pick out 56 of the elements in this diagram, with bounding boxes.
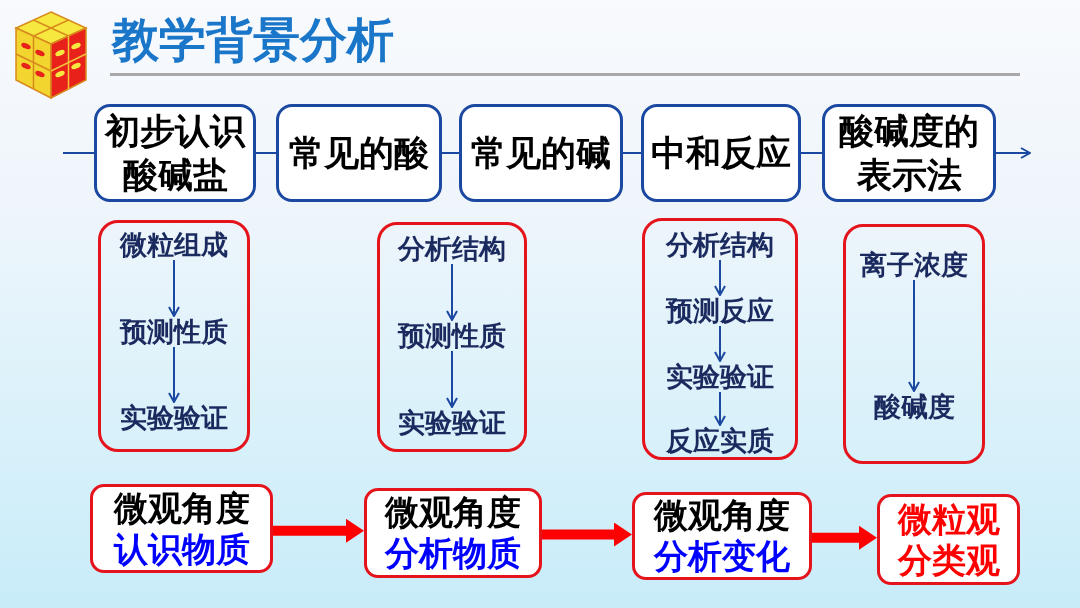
stage-heading: 微观角度 bbox=[113, 487, 250, 529]
process-panel bbox=[642, 218, 798, 460]
arrow bbox=[714, 391, 726, 426]
step-text: 酸碱度 bbox=[873, 391, 955, 423]
topic-label: 酸碱度的表示法 bbox=[838, 109, 980, 197]
step-text: 预测反应 bbox=[666, 295, 774, 327]
stage-heading: 微观角度 bbox=[654, 495, 790, 536]
arrow bbox=[542, 522, 632, 547]
arrow bbox=[446, 263, 458, 321]
stage-box bbox=[877, 494, 1020, 585]
stage-box bbox=[632, 492, 812, 580]
step-text: 实验验证 bbox=[120, 402, 228, 434]
topic-label: 常见的酸 bbox=[289, 131, 429, 175]
stage-text: 分类观 bbox=[897, 539, 1000, 581]
topic-box bbox=[94, 104, 256, 202]
arrow bbox=[714, 325, 726, 362]
step-text: 预测性质 bbox=[398, 320, 506, 352]
arrow bbox=[168, 259, 180, 317]
topic-label: 中和反应 bbox=[651, 131, 791, 175]
page-title: 教学背景分析 bbox=[112, 12, 394, 69]
connector-line bbox=[62, 152, 95, 154]
step-text: 离子浓度 bbox=[860, 249, 968, 281]
connector-line bbox=[441, 152, 460, 154]
process-panel bbox=[377, 222, 527, 452]
topic-label: 初步认识酸碱盐 bbox=[103, 109, 247, 197]
step-text: 分析结构 bbox=[398, 233, 506, 265]
step-text: 实验验证 bbox=[398, 407, 506, 439]
topic-box bbox=[641, 104, 801, 202]
process-panel bbox=[843, 224, 985, 464]
arrow bbox=[714, 259, 726, 296]
arrow bbox=[995, 147, 1031, 159]
process-panel bbox=[98, 220, 250, 452]
arrow bbox=[168, 346, 180, 403]
connector-line bbox=[255, 152, 277, 154]
stage-text: 认识物质 bbox=[113, 528, 250, 570]
stage-text: 分析物质 bbox=[385, 533, 521, 574]
step-text: 微粒组成 bbox=[120, 229, 228, 261]
arrow bbox=[812, 525, 877, 550]
step-text: 分析结构 bbox=[666, 229, 774, 261]
topic-box bbox=[822, 104, 996, 202]
arrow bbox=[446, 350, 458, 408]
topic-box bbox=[276, 104, 442, 202]
arrow bbox=[908, 279, 920, 392]
step-text: 预测性质 bbox=[120, 316, 228, 348]
topic-label: 常见的碱 bbox=[471, 131, 611, 175]
stage-heading: 微粒观 bbox=[897, 498, 1000, 540]
connector-line bbox=[800, 152, 823, 154]
stage-box bbox=[90, 484, 273, 573]
topic-box bbox=[459, 104, 623, 202]
connector-line bbox=[622, 152, 642, 154]
stage-text: 分析变化 bbox=[654, 536, 790, 577]
step-text: 实验验证 bbox=[666, 361, 774, 393]
stage-box bbox=[364, 488, 542, 578]
stage-heading: 微观角度 bbox=[385, 492, 521, 533]
arrow bbox=[273, 518, 364, 543]
step-text: 反应实质 bbox=[666, 425, 774, 457]
